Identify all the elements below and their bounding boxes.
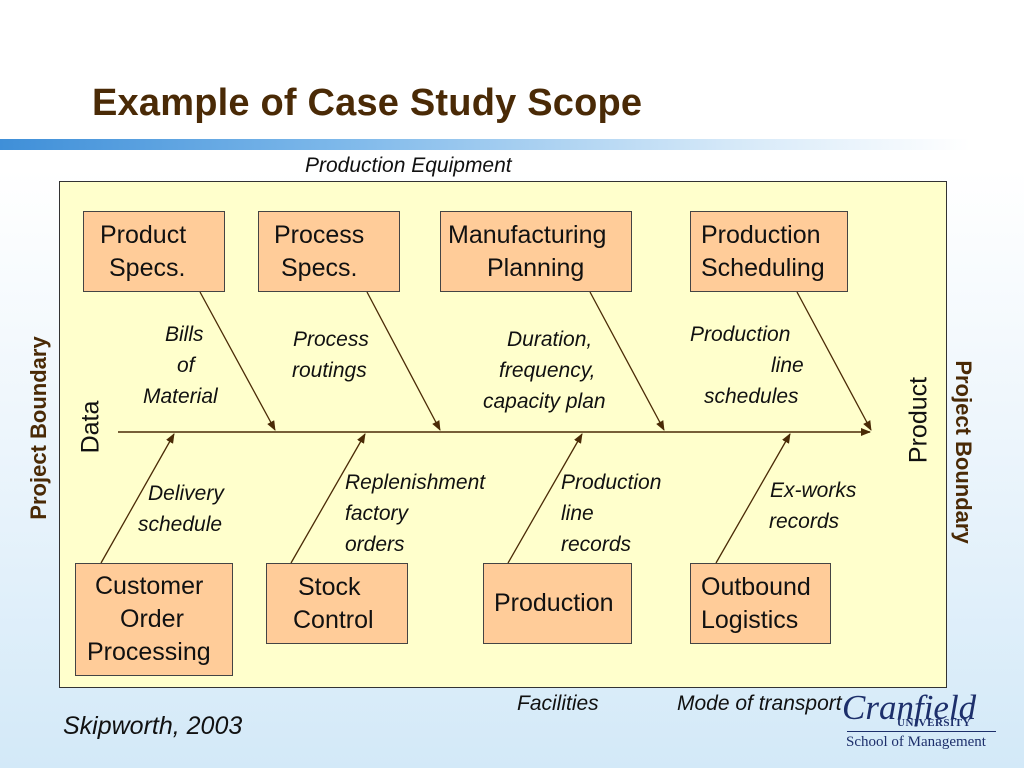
box-line: Planning [487,253,585,282]
box-customer-order-processing: Customer Order Processing [75,563,233,676]
bone-production-scheduling [796,291,872,431]
box-stock-control: Stock Control [266,563,408,644]
slide-title: Example of Case Study Scope [92,82,643,124]
box-line: Stock [298,572,361,601]
box-line: Outbound [701,572,811,601]
box-line: Manufacturing [448,220,607,249]
flow-label-delivery: Delivery [148,482,224,505]
citation: Skipworth, 2003 [63,712,243,740]
facilities-label: Facilities [517,692,599,715]
flow-label-records: records [561,533,632,556]
box-line: Process [274,220,365,249]
cranfield-logo-school: School of Management [846,734,986,750]
flow-label-bills: Bills [165,323,204,346]
box-line: Specs. [281,253,358,282]
box-line: Control [293,605,374,634]
cranfield-logo-wordmark: Cranfield [842,688,977,727]
left-project-boundary-label: Project Boundary [26,336,51,520]
cranfield-logo-rule [847,731,996,732]
flow-label-duration: Duration, [507,328,593,351]
box-line: Processing [87,638,211,666]
flow-label-ex-works: Ex-works [770,479,857,502]
spine-start-label: Data [76,400,105,454]
box-line: Specs. [109,253,186,282]
flow-label-process: Process [293,328,369,351]
flow-label-production-records: Production [561,471,662,494]
bone-outbound-logistics [715,433,791,564]
flow-label-line: line [771,354,804,377]
box-line: Production [494,589,614,617]
flow-label-production: Production [690,323,791,346]
box-product-specs: Product Specs. [83,211,225,292]
spine-end-label: Product [904,376,933,464]
box-manufacturing-planning: Manufacturing Planning [440,211,632,292]
box-production: Production [483,563,632,644]
flow-label-schedules: schedules [704,385,799,408]
box-line: Logistics [701,605,799,634]
right-project-boundary-label: Project Boundary [951,360,976,544]
flow-label-replenishment: Replenishment [345,471,486,494]
box-line: Production [701,220,821,249]
bone-product-specs [199,291,276,431]
flow-label-material: Material [143,385,218,408]
flow-label-frequency: frequency, [499,359,596,382]
box-line: Scheduling [701,253,825,282]
flow-label-schedule: schedule [138,513,223,536]
flow-label-ex-works-records: records [769,510,840,533]
bone-customer-order-processing [100,433,175,564]
box-line: Order [120,605,184,633]
box-outbound-logistics: Outbound Logistics [690,563,831,644]
bone-stock-control [290,433,366,564]
box-line: Product [100,220,187,249]
bone-manufacturing-planning [589,291,665,431]
flow-label-orders: orders [345,533,405,556]
flow-label-of: of [177,354,195,377]
box-line: Customer [95,572,204,600]
cranfield-logo-university: UNIVERSITY [897,717,972,729]
flow-label-line-records: line [561,502,594,525]
bone-process-specs [366,291,441,431]
production-equipment-label: Production Equipment [305,154,512,177]
mode-of-transport-label: Mode of transport [677,692,842,715]
flow-label-routings: routings [292,359,367,382]
title-underline-bar [0,139,970,150]
box-production-scheduling: Production Scheduling [690,211,848,292]
flow-label-capacity-plan: capacity plan [483,390,606,413]
flow-label-factory: factory [345,502,409,525]
box-process-specs: Process Specs. [258,211,400,292]
bone-production [507,433,583,564]
